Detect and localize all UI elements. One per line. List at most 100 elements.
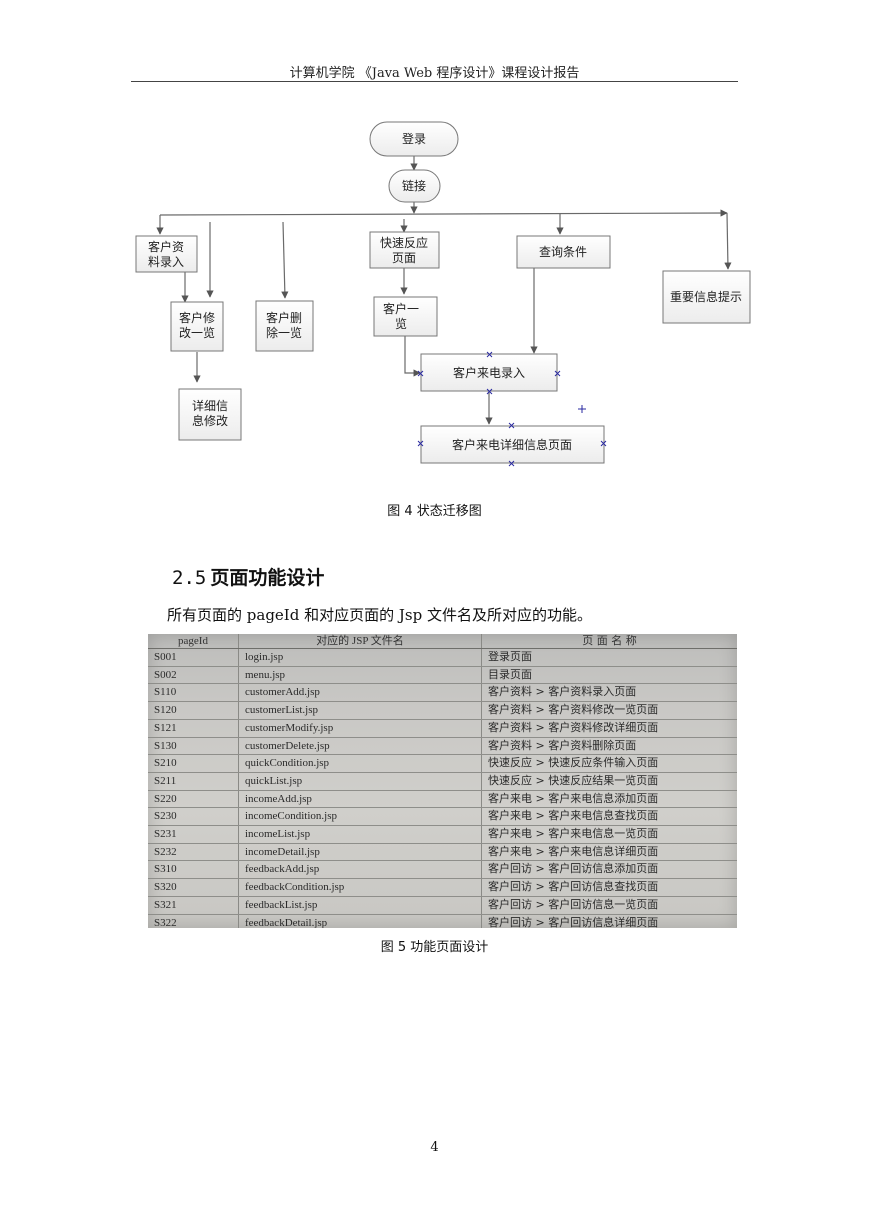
cell-jsp-file: incomeDetail.jsp: [238, 843, 482, 862]
customer-entry-node: [135, 235, 198, 273]
cell-jsp-file: feedbackAdd.jsp: [238, 860, 482, 880]
customer-delete-label-1: 客户删: [266, 310, 302, 325]
customer-delete-list-node: [255, 300, 314, 352]
cell-jsp-file: customerAdd.jsp: [238, 683, 482, 703]
cell-page-name: 快速反应 > 快速反应条件输入页面: [481, 754, 737, 773]
cell-page-name: 客户资料 > 客户资料删除页面: [481, 737, 737, 756]
cell-pageid: S002: [148, 666, 239, 685]
query-condition-label: 查询条件: [539, 245, 587, 259]
cell-page-name: 客户来电 > 客户来电信息添加页面: [481, 790, 737, 809]
call-detail-node: [420, 425, 605, 464]
customer-delete-label-2: 除一览: [266, 325, 302, 340]
cell-pageid: S210: [148, 754, 239, 773]
login-label: 登录: [402, 131, 426, 146]
customer-modify-label-1: 客户修: [179, 310, 215, 325]
cell-jsp-file: feedbackDetail.jsp: [238, 914, 482, 928]
connection-points: [417, 351, 607, 467]
link-node: [388, 169, 441, 203]
customer-list-node: [373, 296, 438, 337]
customer-entry-label-2: 料录入: [148, 255, 184, 269]
cell-page-name: 客户回访 > 客户回访信息查找页面: [481, 878, 737, 897]
important-info-node: [662, 270, 751, 324]
cell-pageid: S231: [148, 825, 239, 844]
cell-page-name: 登录页面: [481, 648, 737, 667]
query-condition-node: [516, 235, 611, 269]
table-header-row: pageId 对应的 JSP 文件名 页 面 名 称: [148, 634, 737, 649]
cell-page-name: 客户资料 > 客户资料修改一览页面: [481, 701, 737, 720]
detail-modify-label-2: 息修改: [192, 413, 228, 428]
column-header-jsp: 对应的 JSP 文件名: [238, 634, 482, 649]
state-transition-diagram: 登录 链接 客户资 料录入 客户修 改一览 客户删 除一览 详细信 息修改 快速…: [135, 121, 751, 467]
column-header-page-name: 页 面 名 称: [481, 634, 737, 649]
cell-jsp-file: incomeList.jsp: [238, 825, 482, 844]
cell-jsp-file: quickCondition.jsp: [238, 754, 482, 773]
cell-pageid: S320: [148, 878, 239, 897]
cell-pageid: S232: [148, 843, 239, 862]
cell-pageid: S110: [148, 683, 239, 703]
cell-pageid: S121: [148, 719, 239, 738]
cell-pageid: S120: [148, 701, 239, 720]
page-header: 计算机学院 《Java Web 程序设计》课程设计报告: [289, 66, 580, 81]
cell-page-name: 客户资料 > 客户资料修改详细页面: [481, 719, 737, 738]
cell-jsp-file: incomeCondition.jsp: [238, 807, 482, 827]
cell-jsp-file: customerList.jsp: [238, 701, 482, 720]
cell-pageid: S322: [148, 914, 239, 928]
cell-pageid: S310: [148, 860, 239, 880]
cell-page-name: 客户来电 > 客户来电信息详细页面: [481, 843, 737, 862]
quick-response-label-2: 页面: [392, 251, 416, 265]
customer-modify-label-2: 改一览: [179, 325, 215, 340]
cell-page-name: 客户回访 > 客户回访信息详细页面: [481, 914, 737, 928]
customer-entry-label-1: 客户资: [148, 239, 184, 254]
call-entry-label: 客户来电录入: [453, 365, 525, 380]
section-title: 页面功能设计: [210, 567, 325, 589]
cell-pageid: S220: [148, 790, 239, 809]
call-detail-label: 客户来电详细信息页面: [452, 437, 572, 452]
link-label: 链接: [402, 178, 426, 193]
customer-list-label-2: 览: [395, 316, 407, 331]
cell-jsp-file: feedbackList.jsp: [238, 896, 482, 915]
cell-page-name: 快速反应 > 快速反应结果一览页面: [481, 772, 737, 791]
column-header-pageid: pageId: [148, 634, 239, 649]
cell-jsp-file: feedbackCondition.jsp: [238, 878, 482, 897]
quick-response-node: [369, 231, 440, 269]
section-number: 2.5: [172, 567, 207, 589]
cell-page-name: 客户来电 > 客户来电信息一览页面: [481, 825, 737, 844]
cell-jsp-file: menu.jsp: [238, 666, 482, 685]
login-node: [369, 121, 459, 157]
customer-modify-list-node: [170, 301, 224, 352]
figure-5-caption: 图 5 功能页面设计: [380, 940, 489, 955]
cell-pageid: S230: [148, 807, 239, 827]
cell-pageid: S321: [148, 896, 239, 915]
cell-pageid: S211: [148, 772, 239, 791]
cell-page-name: 客户资料 > 客户资料录入页面: [481, 683, 737, 703]
cell-page-name: 客户回访 > 客户回访信息添加页面: [481, 860, 737, 880]
header-rule: [131, 81, 738, 82]
cell-pageid: S001: [148, 648, 239, 667]
cell-pageid: S130: [148, 737, 239, 756]
cell-jsp-file: login.jsp: [238, 648, 482, 667]
cell-page-name: 客户回访 > 客户回访信息一览页面: [481, 896, 737, 915]
cell-jsp-file: incomeAdd.jsp: [238, 790, 482, 809]
page-number: 4: [430, 1140, 439, 1155]
cell-jsp-file: customerDelete.jsp: [238, 737, 482, 756]
quick-response-label-1: 快速反应: [380, 235, 428, 250]
detail-modify-label-1: 详细信: [192, 398, 228, 413]
